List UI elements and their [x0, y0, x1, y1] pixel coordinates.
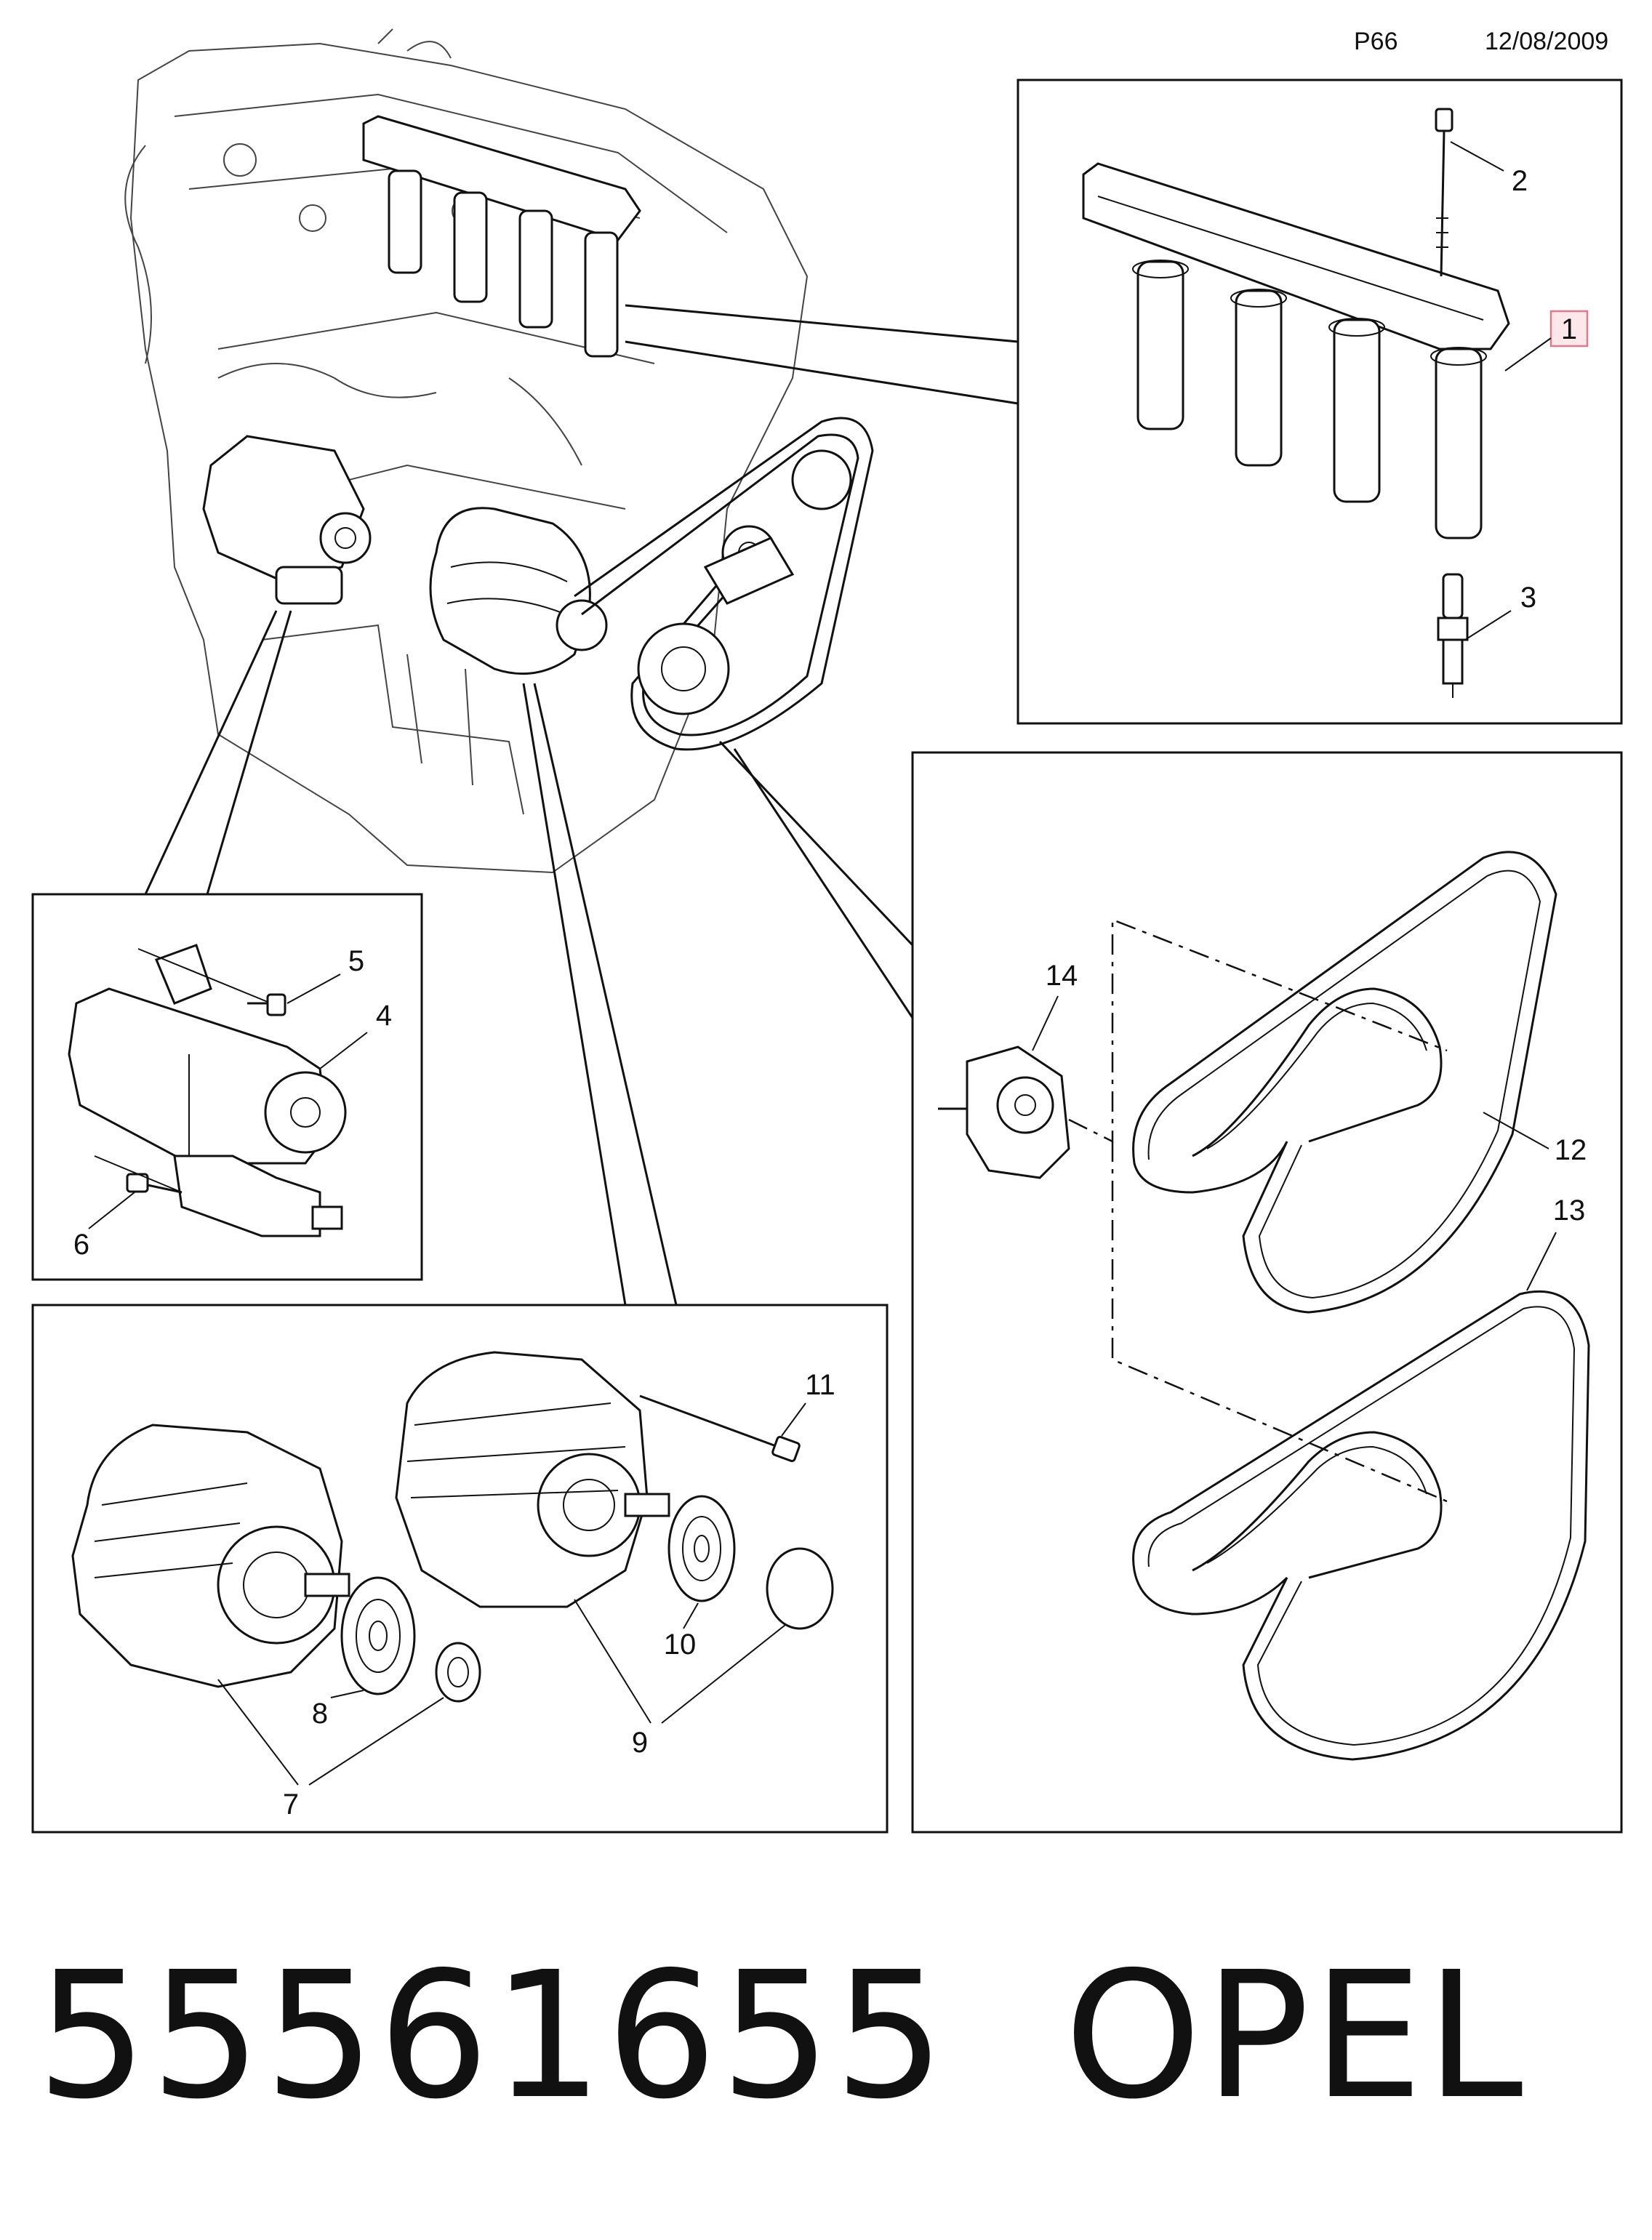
callout-9: 9: [632, 1727, 648, 1759]
starter-motor-part-4: [68, 944, 347, 1237]
callout-1: 1: [1561, 313, 1577, 345]
engine-assembly: [124, 28, 874, 874]
belt-part-12: [1132, 851, 1557, 1314]
page-ref: P66: [1354, 28, 1398, 55]
alternator-part-7: [71, 1424, 350, 1688]
callout-10: 10: [664, 1629, 697, 1661]
belt-part-13: [1132, 1290, 1590, 1761]
tensioner-part-14: [938, 1045, 1070, 1179]
inset-alternator: [31, 1304, 889, 1834]
highlight-box-1: [1549, 310, 1589, 348]
callout-5: 5: [348, 945, 364, 977]
cap-part-9: [766, 1547, 834, 1630]
inset-belt: [911, 751, 1623, 1834]
part-number: 55561655: [36, 1934, 948, 2137]
inset-ignition: [1017, 79, 1623, 725]
callout-8: 8: [312, 1698, 328, 1730]
bolt-part-2: [1435, 108, 1453, 277]
callout-12: 12: [1555, 1134, 1587, 1166]
washer-part-7: [435, 1642, 481, 1703]
callout-3: 3: [1520, 582, 1536, 614]
callout-14: 14: [1046, 960, 1078, 992]
bolt-part-11: [639, 1394, 801, 1463]
alternator-part-9: [395, 1351, 670, 1608]
connector-lines: [144, 304, 1019, 1306]
exploded-parts-diagram: 1 2 3 5 4 6: [31, 28, 1623, 1834]
callout-6: 6: [73, 1229, 89, 1261]
bolt-part-6: [126, 1173, 183, 1194]
callout-13: 13: [1553, 1195, 1586, 1227]
pulley-part-8: [340, 1576, 416, 1695]
callout-11: 11: [805, 1369, 835, 1401]
inset-starter: [31, 893, 423, 1281]
diagram-date: 12/08/2009: [1485, 28, 1609, 55]
callout-2: 2: [1512, 165, 1528, 197]
brand-name: OPEL: [1064, 1934, 1526, 2137]
callout-7: 7: [283, 1789, 299, 1820]
ignition-coil-part-1: [1082, 162, 1510, 539]
bolt-part-5: [247, 993, 286, 1016]
pulley-part-10: [667, 1495, 736, 1602]
callout-4: 4: [376, 1000, 392, 1032]
spark-plug-part-3: [1437, 573, 1469, 698]
